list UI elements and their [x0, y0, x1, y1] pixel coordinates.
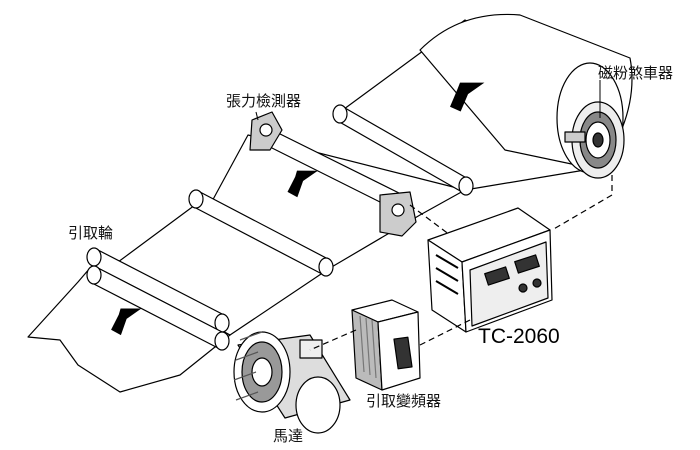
magnetic-brake [564, 101, 625, 179]
pull-inverter-label: 引取變頻器 [366, 392, 442, 410]
motor [233, 331, 351, 434]
pull-inverter [351, 299, 421, 391]
arrow-down-left-icon [111, 308, 142, 336]
arrow-down-left-icon [450, 82, 485, 112]
tension-detector-label: 張力檢測器 [226, 92, 302, 110]
idler-roll-top [332, 104, 474, 196]
pull-roller-pair [86, 247, 230, 351]
arrow-down-left-icon [287, 170, 318, 198]
motor-label: 馬達 [273, 427, 304, 445]
signal-lines [309, 175, 613, 351]
pull-roller-label: 引取輪 [68, 224, 114, 242]
tension-controller [427, 207, 553, 333]
direction-arrows [111, 82, 485, 336]
magnetic-brake-label: 磁粉煞車器 [598, 64, 674, 82]
idler-roll-middle [188, 189, 334, 277]
controller-model-label: TC-2060 [478, 325, 560, 348]
callout-lines [255, 80, 601, 121]
tension-detector-roll [249, 111, 417, 237]
